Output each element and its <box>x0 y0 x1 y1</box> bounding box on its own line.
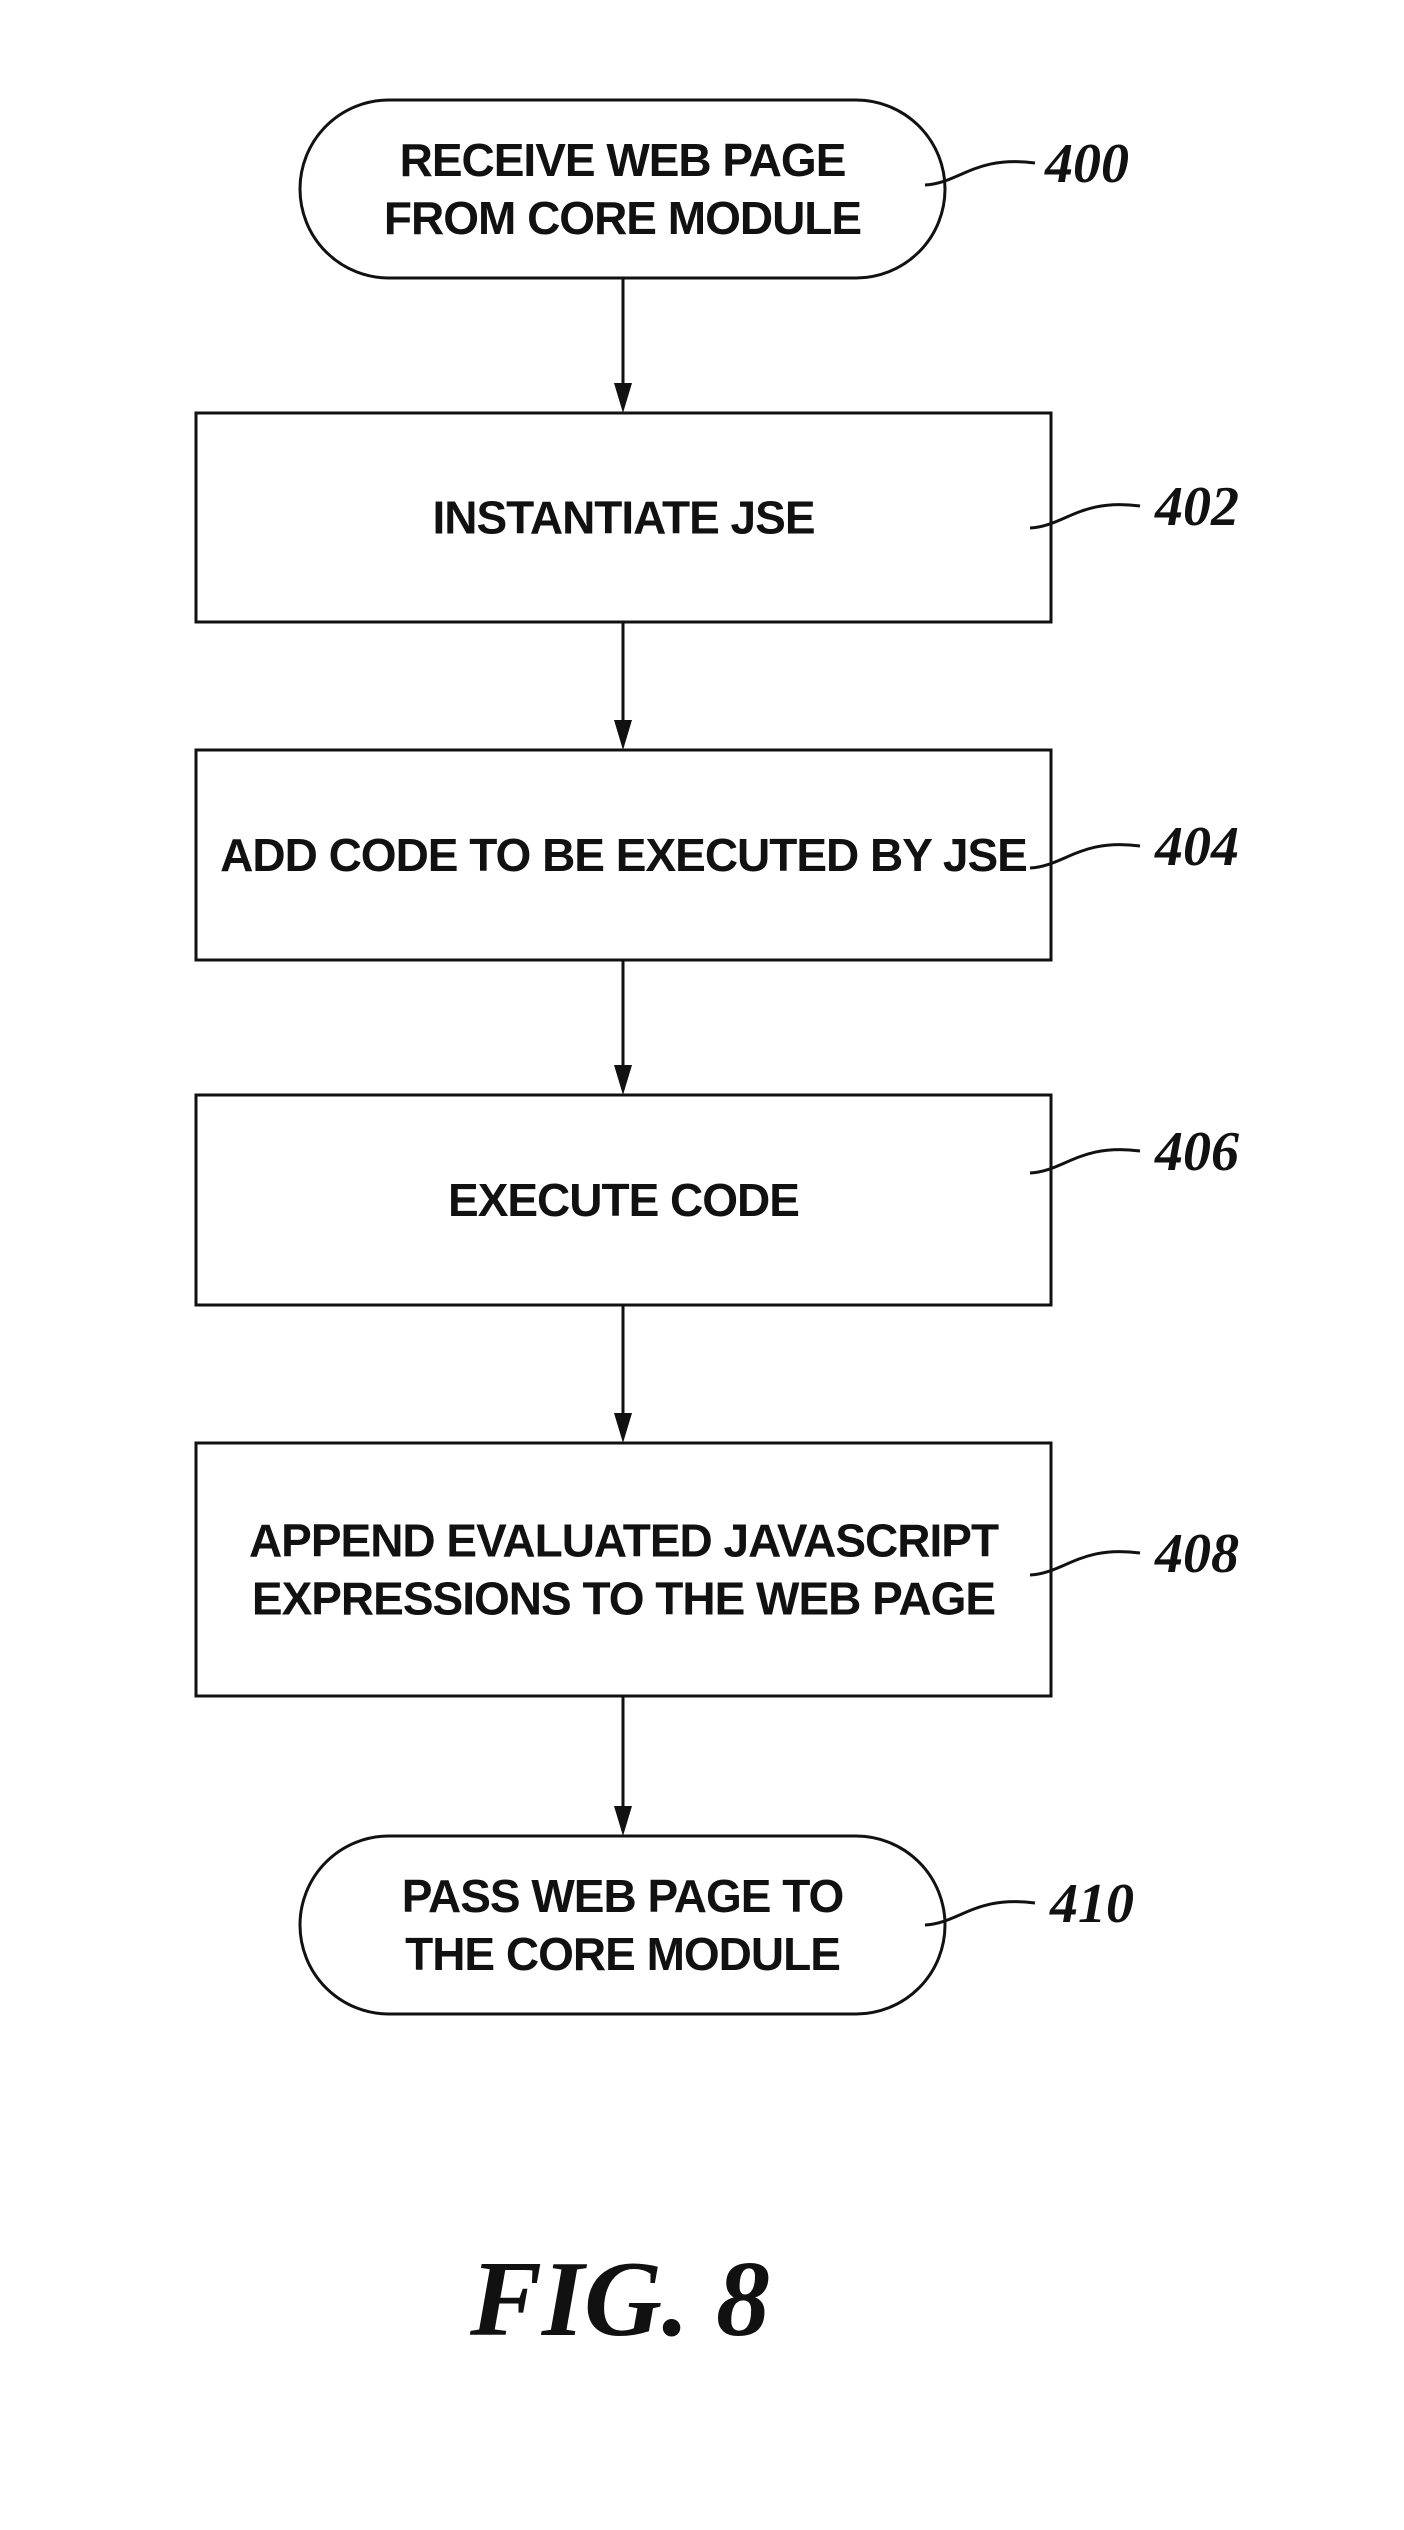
ref-leader-line-404 <box>1030 845 1140 868</box>
flow-step-402: INSTANTIATE JSE 402 <box>196 413 1239 622</box>
reference-numeral-404: 404 <box>1154 816 1239 878</box>
reference-numeral-406: 406 <box>1154 1121 1239 1183</box>
process-box-408 <box>196 1443 1051 1696</box>
arrow-402-to-404 <box>614 622 632 750</box>
arrow-head <box>614 1065 632 1095</box>
flow-step-406: EXECUTE CODE 406 <box>196 1095 1239 1305</box>
figure-caption: FIG. 8 <box>469 2240 770 2359</box>
reference-numeral-400: 400 <box>1044 133 1129 195</box>
arrow-400-to-402 <box>614 278 632 413</box>
arrow-408-to-410 <box>614 1696 632 1836</box>
flow-step-404: ADD CODE TO BE EXECUTED BY JSE 404 <box>196 750 1239 960</box>
arrow-head <box>614 720 632 750</box>
flow-step-410: PASS WEB PAGE TO THE CORE MODULE 410 <box>300 1836 1134 2014</box>
arrow-head <box>614 1413 632 1443</box>
ref-leader-line-402 <box>1030 505 1140 528</box>
ref-leader-line-406 <box>1030 1150 1140 1173</box>
step-410-label-line: PASS WEB PAGE TO <box>402 1870 844 1922</box>
flow-step-400: RECEIVE WEB PAGE FROM CORE MODULE 400 <box>300 100 1129 278</box>
ref-leader-line-408 <box>1030 1552 1140 1575</box>
step-408-label-line: APPEND EVALUATED JAVASCRIPT <box>249 1515 999 1567</box>
step-408-label-line: EXPRESSIONS TO THE WEB PAGE <box>252 1573 995 1625</box>
arrow-head <box>614 383 632 413</box>
terminal-shape-400 <box>300 100 945 278</box>
step-404-label-line: ADD CODE TO BE EXECUTED BY JSE <box>220 829 1027 881</box>
reference-numeral-410: 410 <box>1049 1873 1134 1935</box>
step-400-label-line: FROM CORE MODULE <box>384 192 861 244</box>
reference-numeral-402: 402 <box>1154 476 1239 538</box>
step-406-label-line: EXECUTE CODE <box>448 1174 799 1226</box>
step-410-label-line: THE CORE MODULE <box>405 1928 840 1980</box>
flowchart-nodes: RECEIVE WEB PAGE FROM CORE MODULE 400INSTA… <box>196 100 1239 2014</box>
step-402-label-line: INSTANTIATE JSE <box>433 492 815 544</box>
terminal-shape-410 <box>300 1836 945 2014</box>
flow-step-408: APPEND EVALUATED JAVASCRIPT EXPRESSIONS T… <box>196 1443 1239 1696</box>
arrow-404-to-406 <box>614 960 632 1095</box>
arrow-head <box>614 1806 632 1836</box>
step-400-label-line: RECEIVE WEB PAGE <box>400 134 846 186</box>
arrow-406-to-408 <box>614 1305 632 1443</box>
reference-numeral-408: 408 <box>1154 1523 1239 1585</box>
